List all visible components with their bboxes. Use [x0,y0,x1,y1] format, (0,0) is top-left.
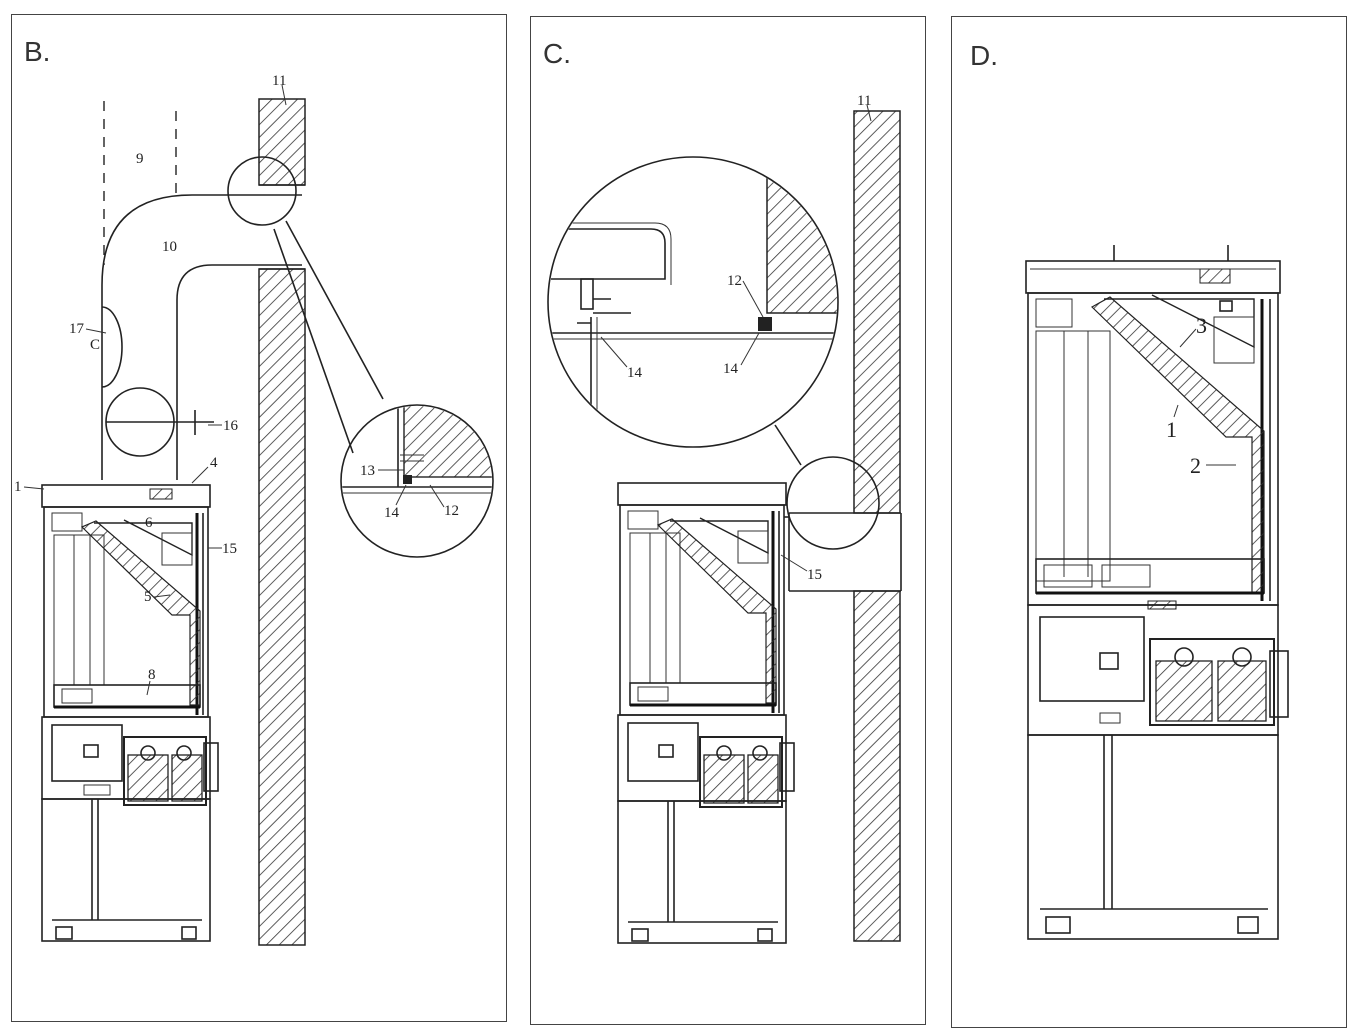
stove-body [41,484,219,942]
callout-14-right: 14 [723,361,739,377]
flue-pipe [788,512,902,592]
panel-c: C. [530,16,926,1025]
callout-5: 5 [144,589,152,605]
svg-text:C: C [90,337,100,353]
panel-d-drawing: D. [970,40,1289,940]
callout-1: 1 [14,479,22,495]
callout-11: 11 [272,73,286,89]
callout-13: 13 [360,463,375,479]
callout-3: 3 [1196,313,1207,338]
panel-label: C. [543,38,571,69]
wall [258,98,306,946]
stove-body [617,482,795,944]
panel-b: B. [11,14,507,1022]
callout-14: 14 [384,505,400,521]
callout-2: 2 [1190,453,1201,478]
panel-label: D. [970,40,998,71]
stove-body [1025,245,1289,940]
callout-1: 1 [1166,417,1177,442]
callout-12: 12 [444,503,459,519]
callout-6: 6 [145,515,153,531]
wall [853,110,901,942]
callouts: 11 12 14 14 15 [600,93,872,583]
panel-label: B. [24,36,50,67]
callouts: 1 4 5 6 8 9 10 11 12 13 14 15 16 17 C [14,73,459,696]
callout-9: 9 [136,151,144,167]
callout-15: 15 [807,567,822,583]
callout-16: 16 [223,418,239,434]
callouts: 1 2 3 [1166,313,1236,478]
callout-15: 15 [222,541,237,557]
panel-c-drawing: C. [543,38,902,944]
callout-4: 4 [210,455,218,471]
callout-10: 10 [162,239,177,255]
detail-callout [547,156,880,550]
panel-d: D. [951,16,1347,1028]
panel-b-drawing: B. [14,36,494,946]
callout-17: 17 [69,321,85,337]
flue-elbow [101,194,302,480]
callout-12: 12 [727,273,742,289]
callout-8: 8 [148,667,156,683]
callout-11: 11 [857,93,871,109]
callout-14-left: 14 [627,365,643,381]
